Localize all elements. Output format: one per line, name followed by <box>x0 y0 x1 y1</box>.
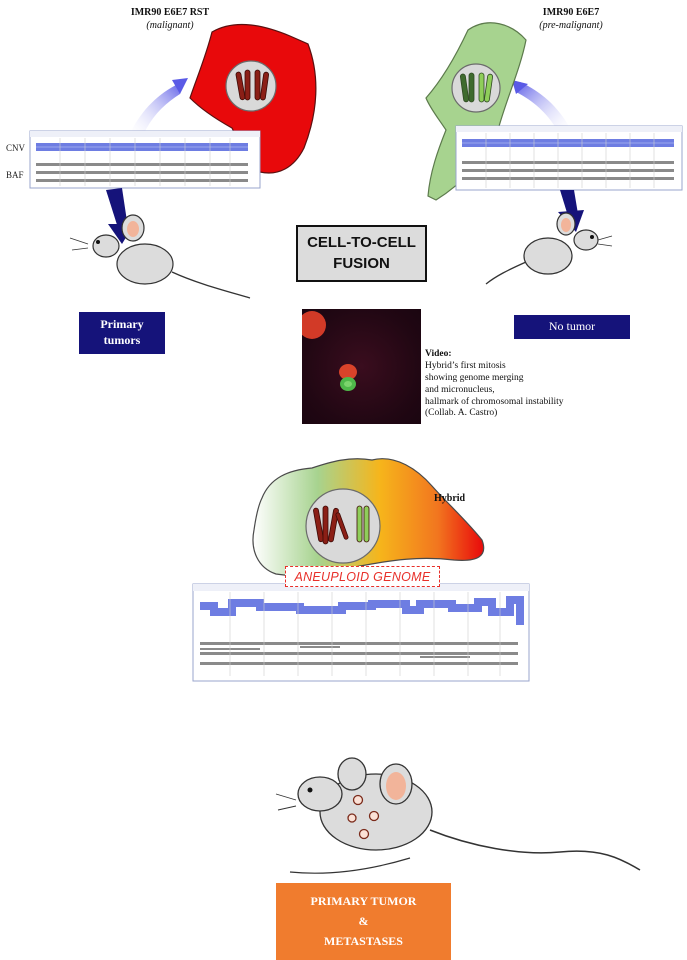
final-line3: METASTASES <box>324 934 403 949</box>
baf-label: BAF <box>6 170 24 180</box>
no-tumor-box: No tumor <box>514 315 630 339</box>
primary-tumors-line1: Primary <box>100 317 144 332</box>
aneuploid-genome-box: ANEUPLOID GENOME <box>285 566 440 587</box>
premalignant-title: IMR90 E6E7 <box>542 7 600 18</box>
video-caption-line5: (Collab. A. Castro) <box>425 408 498 419</box>
primary-tumors-line2: tumors <box>103 333 141 347</box>
premalignant-nucleus <box>451 63 501 113</box>
video-caption: Video: Hybrid’s first mitosis showing ge… <box>425 349 564 420</box>
fusion-line2: FUSION <box>333 254 390 272</box>
primary-tumors-box: Primary tumors <box>79 312 165 354</box>
genome-profile-right <box>455 125 683 191</box>
video-still <box>302 311 357 391</box>
malignant-nucleus <box>225 60 277 112</box>
mouse-left <box>69 214 251 299</box>
video-frame[interactable] <box>302 309 421 424</box>
malignant-title: IMR90 E6E7 RST <box>130 7 210 18</box>
premalignant-subtitle: (pre-malignant) <box>539 20 603 31</box>
video-caption-line1: Hybrid’s first mitosis <box>425 360 506 371</box>
video-caption-line3: and micronucleus, <box>425 384 495 395</box>
malignant-subtitle: (malignant) <box>146 20 194 31</box>
cell-fusion-box: CELL-TO-CELL FUSION <box>296 225 427 282</box>
cnv-label: CNV <box>6 143 26 153</box>
video-caption-line4: hallmark of chromosomal instability <box>425 396 564 407</box>
premalignant-chromosomes <box>459 72 493 103</box>
final-line2: & <box>358 913 369 928</box>
final-line1: PRIMARY TUMOR <box>310 893 417 908</box>
hybrid-label: Hybrid <box>434 493 466 504</box>
primary-tumor-metastases-box: PRIMARY TUMOR & METASTASES <box>276 883 451 960</box>
mouse-right <box>485 212 613 285</box>
genome-profile-hybrid <box>192 583 530 682</box>
genome-profile-left <box>29 130 261 189</box>
video-caption-line2: showing genome merging <box>425 372 524 383</box>
arrow-up-left <box>128 82 182 138</box>
malignant-chromosomes <box>235 69 269 101</box>
mouse-tumor <box>275 757 641 874</box>
arrowhead-up-right <box>512 80 528 94</box>
tumor-spots <box>347 794 380 840</box>
hybrid-chromosomes <box>313 505 370 545</box>
arrow-up-right <box>516 82 572 136</box>
arrowhead-up-left <box>172 78 188 94</box>
fusion-line1: CELL-TO-CELL <box>307 234 416 252</box>
video-caption-title: Video: <box>425 349 452 359</box>
